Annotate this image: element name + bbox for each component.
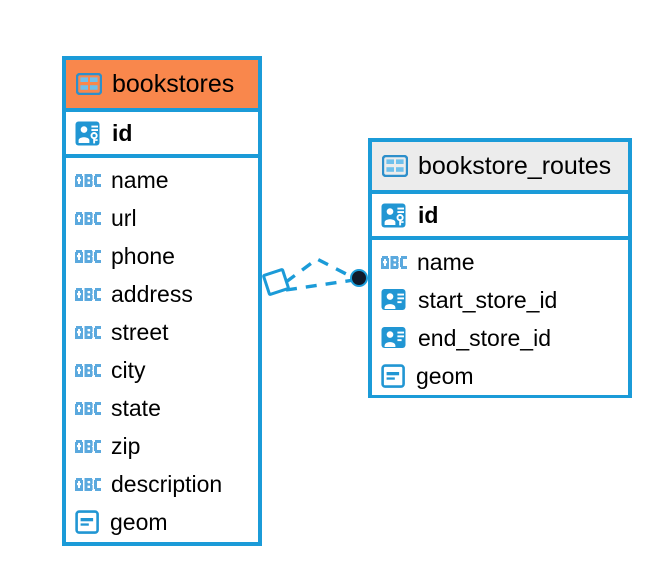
abc-text-icon: [75, 287, 101, 302]
field-row-end-store-id[interactable]: end_store_id: [372, 319, 628, 357]
relationship-source-diamond-icon[interactable]: [262, 268, 290, 296]
field-label: address: [111, 280, 193, 307]
geometry-icon: [75, 509, 100, 535]
field-label: geom: [110, 508, 168, 535]
field-row-street[interactable]: street: [66, 313, 258, 351]
field-label: id: [112, 119, 133, 146]
foreign-key-icon: [381, 288, 408, 312]
field-row-primary-key[interactable]: id: [372, 194, 628, 240]
field-row-geom[interactable]: geom: [372, 357, 628, 395]
field-row-state[interactable]: state: [66, 389, 258, 427]
field-row-primary-key[interactable]: id: [66, 112, 258, 158]
entity-header-bookstore-routes[interactable]: bookstore_routes: [372, 142, 628, 194]
field-list-bookstores: name: [66, 158, 258, 541]
field-label: url: [111, 204, 137, 231]
field-row-address[interactable]: address: [66, 275, 258, 313]
field-label: id: [418, 201, 439, 228]
abc-text-icon: [381, 255, 407, 270]
entity-header-bookstores[interactable]: bookstores: [66, 60, 258, 112]
entity-title: bookstore_routes: [418, 151, 612, 180]
field-row-city[interactable]: city: [66, 351, 258, 389]
abc-text-icon: [75, 439, 101, 454]
field-label: start_store_id: [418, 286, 558, 313]
geometry-icon: [381, 363, 406, 389]
abc-text-icon: [75, 401, 101, 416]
primary-key-icon: [75, 120, 102, 147]
abc-text-icon: [75, 249, 101, 264]
field-label: geom: [416, 362, 474, 389]
foreign-key-icon: [381, 326, 408, 350]
field-label: street: [111, 318, 169, 345]
field-label: zip: [111, 432, 141, 459]
field-row-start-store-id[interactable]: start_store_id: [372, 281, 628, 319]
field-label: description: [111, 470, 223, 497]
abc-text-icon: [75, 211, 101, 226]
field-label: name: [417, 248, 475, 275]
entity-bookstore-routes[interactable]: bookstore_routes id: [368, 138, 632, 398]
field-row-geom[interactable]: geom: [66, 503, 258, 541]
table-icon: [382, 155, 408, 177]
table-icon: [76, 73, 102, 95]
field-row-url[interactable]: url: [66, 199, 258, 237]
field-row-phone[interactable]: phone: [66, 237, 258, 275]
field-row-zip[interactable]: zip: [66, 427, 258, 465]
relationship-line-lower: [285, 278, 355, 292]
field-label: end_store_id: [418, 324, 551, 351]
field-label: phone: [111, 242, 175, 269]
abc-text-icon: [75, 363, 101, 378]
entity-title: bookstores: [112, 69, 235, 98]
field-row-description[interactable]: description: [66, 465, 258, 503]
field-label: city: [111, 356, 146, 383]
abc-text-icon: [75, 173, 101, 188]
abc-text-icon: [75, 477, 101, 492]
entity-bookstores[interactable]: bookstores id: [62, 56, 262, 546]
primary-key-icon: [381, 202, 408, 229]
field-label: name: [111, 166, 169, 193]
field-list-bookstore-routes: name start_store_id: [372, 240, 628, 395]
relationship-line-upper: [284, 257, 355, 284]
field-row-name[interactable]: name: [66, 161, 258, 199]
abc-text-icon: [75, 325, 101, 340]
field-row-name[interactable]: name: [372, 243, 628, 281]
relationship-target-circle-icon[interactable]: [350, 269, 368, 287]
field-label: state: [111, 394, 161, 421]
